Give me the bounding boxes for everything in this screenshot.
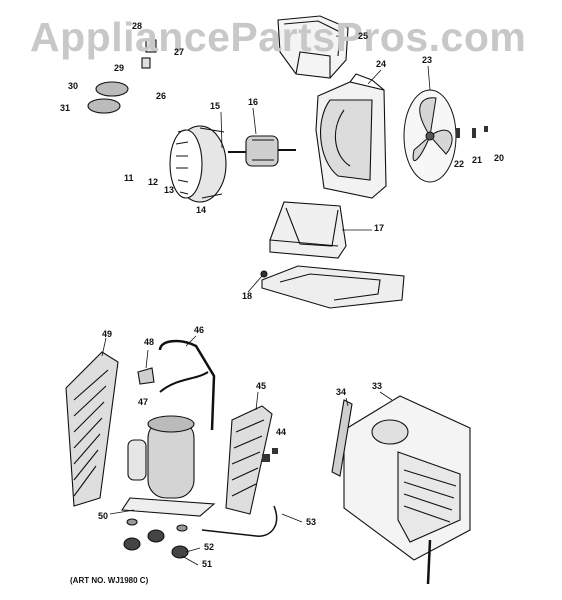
callout-24: 24 <box>376 59 387 69</box>
callout-45: 45 <box>256 381 267 391</box>
callout-30: 30 <box>68 81 79 91</box>
bracket-icon <box>137 367 155 385</box>
callout-31: 31 <box>60 103 71 113</box>
callout-27: 27 <box>174 47 185 57</box>
knob-icon <box>87 39 157 114</box>
callout-26: 26 <box>156 91 167 101</box>
watermark: AppliancePartsPros.com <box>30 14 527 60</box>
blower-wheel-icon <box>169 125 227 203</box>
callout-34: 34 <box>336 387 347 397</box>
coil-icon <box>65 351 119 507</box>
callout-28: 28 <box>132 21 143 31</box>
callout-33: 33 <box>372 381 383 391</box>
callout-44: 44 <box>276 427 287 437</box>
base-pan-icon <box>260 265 405 309</box>
cabinet-icon <box>343 395 471 585</box>
grommet-icon <box>123 518 189 559</box>
callout-23: 23 <box>422 55 433 65</box>
callout-47: 47 <box>138 397 149 407</box>
screws-icon <box>456 126 488 138</box>
compressor-icon <box>121 415 216 517</box>
callout-18: 18 <box>242 291 253 301</box>
top-shroud-icon <box>277 15 349 79</box>
tubing-icon <box>158 339 216 431</box>
callout-16: 16 <box>248 97 259 107</box>
capillary-tube-icon <box>201 505 278 537</box>
orifice-bracket-icon <box>269 201 347 259</box>
callout-21: 21 <box>472 155 483 165</box>
callout-13: 13 <box>164 185 175 195</box>
clip-icon <box>262 448 278 462</box>
callout-25: 25 <box>358 31 369 41</box>
callout-20: 20 <box>494 153 505 163</box>
callout-17: 17 <box>374 223 385 233</box>
callout-14: 14 <box>196 205 207 215</box>
callout-22: 22 <box>454 159 465 169</box>
callout-53: 53 <box>306 517 317 527</box>
callout-46: 46 <box>194 325 205 335</box>
fan-motor-icon <box>228 135 296 167</box>
evaporator-coil-icon <box>225 405 273 515</box>
callout-12: 12 <box>148 177 159 187</box>
callout-29: 29 <box>114 63 125 73</box>
callout-52: 52 <box>204 542 215 552</box>
art-number: (ART NO. WJ1980 C) <box>70 576 149 585</box>
callout-48: 48 <box>144 337 155 347</box>
callout-15: 15 <box>210 101 221 111</box>
callout-51: 51 <box>202 559 213 569</box>
scroll-housing-icon <box>315 73 387 199</box>
callout-50: 50 <box>98 511 109 521</box>
gasket-strip-icon <box>331 399 353 477</box>
fan-blade-icon <box>403 89 457 183</box>
callout-49: 49 <box>102 329 113 339</box>
callout-11: 11 <box>124 173 134 183</box>
